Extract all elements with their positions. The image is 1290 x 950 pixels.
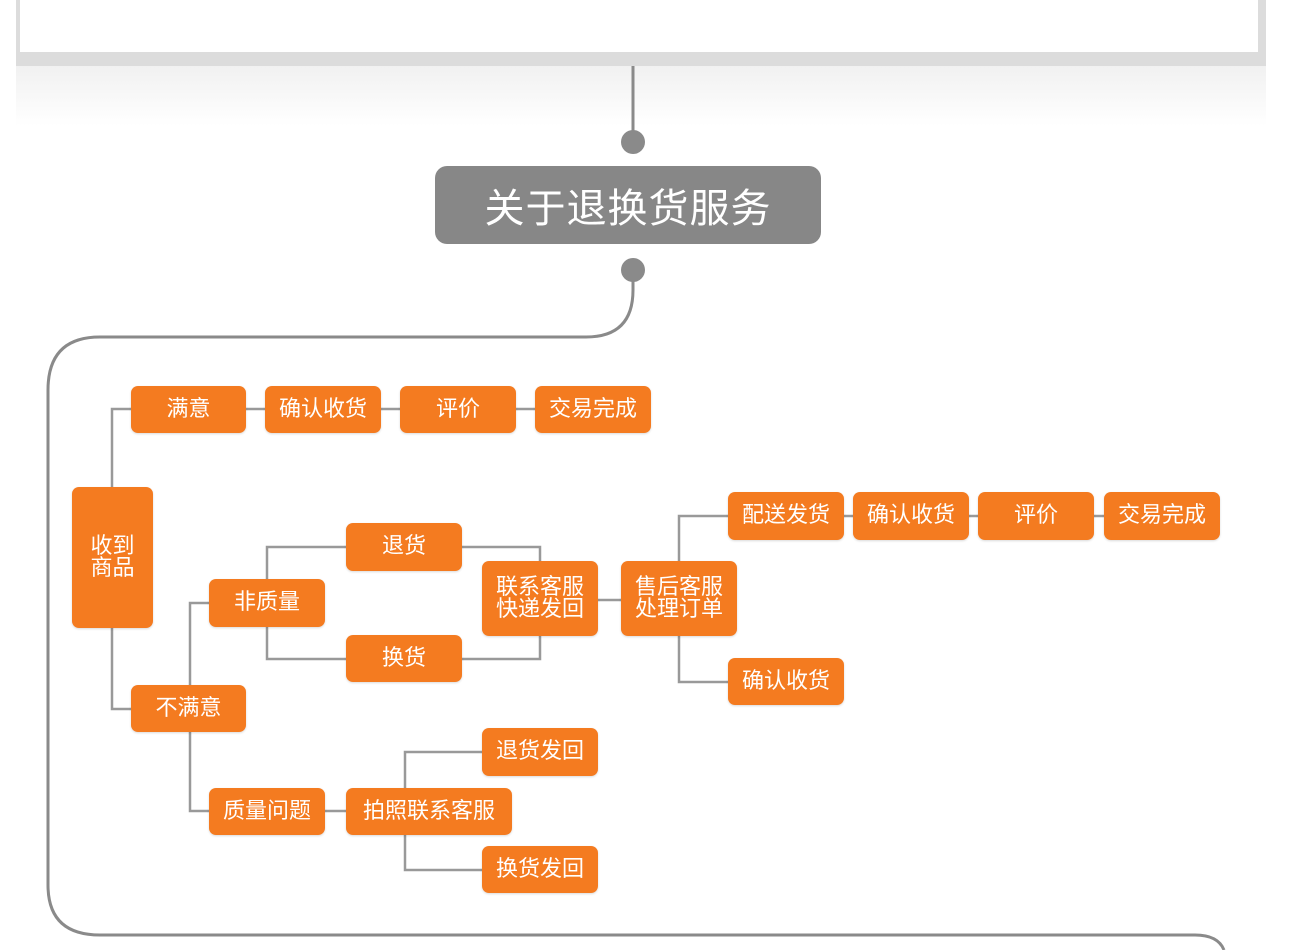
node-done-top: 交易完成 [535,386,651,433]
line-exchange [462,636,542,661]
node-quality-issue: 质量问题 [209,788,325,835]
line-return [462,545,542,561]
node-confirm-top: 确认收货 [265,386,381,433]
node-non-quality: 非质量 [209,579,325,627]
node-label: 快递发回 [495,596,584,622]
top-panel-inner [20,0,1258,52]
node-exchange-ship: 换货发回 [482,846,598,893]
node-return-ship: 退货发回 [482,728,598,776]
node-done-right: 交易完成 [1104,492,1220,540]
node-deliver: 配送发货 [728,492,844,540]
node-exchange: 换货 [346,635,462,682]
node-photo-contact: 拍照联系客服 [346,788,512,835]
node-received: 收到商品 [72,487,153,628]
bottom-dot [621,258,645,282]
outer-frame [46,272,1226,950]
top-panel [16,0,1266,66]
node-contact-ship: 联系客服快递发回 [482,561,598,636]
node-label: 联系客服 [495,574,584,600]
node-aftersale: 售后客服处理订单 [621,561,737,636]
page-title: 关于退换货服务 [435,166,821,244]
node-unsatisfied: 不满意 [131,685,246,732]
node-label: 商品 [90,555,135,581]
node-label: 处理订单 [634,596,723,622]
node-review-top: 评价 [400,386,516,433]
node-review-right: 评价 [978,492,1094,540]
node-satisfied: 满意 [131,386,246,433]
top-dot [621,130,645,154]
node-label: 收到 [90,533,135,559]
node-confirm-lower: 确认收货 [728,658,844,705]
node-confirm-right: 确认收货 [853,492,969,540]
panel-shadow [16,66,1266,126]
node-label: 售后客服 [634,574,723,600]
node-return: 退货 [346,523,462,571]
